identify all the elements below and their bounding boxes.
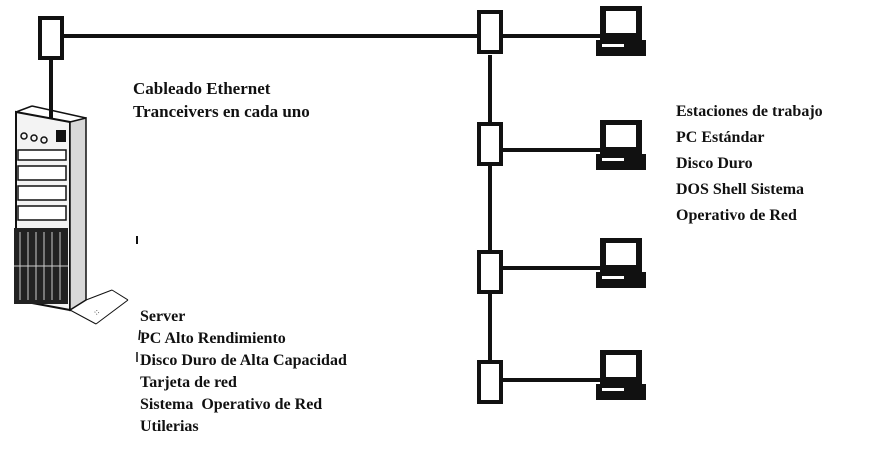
cable-label-line: Tranceivers en cada uno	[133, 100, 310, 123]
cable-label-line: Cableado Ethernet	[133, 77, 310, 100]
server-label-line: Sistema Operativo de Red	[140, 394, 347, 416]
workstations-label-line: DOS Shell Sistema	[676, 177, 823, 203]
transceiver-icon	[479, 252, 501, 292]
workstation-icon	[596, 350, 646, 400]
server-transceiver-icon	[40, 18, 62, 58]
workstations-label-line: Operativo de Red	[676, 203, 823, 229]
svg-text:::: ::	[92, 308, 101, 317]
server-label-line: Utilerias	[140, 416, 347, 438]
workstations-label-line: Estaciones de trabajo	[676, 99, 823, 125]
server-icon: ::	[14, 106, 128, 324]
workstations-label-line: PC Estándar	[676, 125, 823, 151]
transceiver-icon	[479, 124, 501, 164]
workstations-label: Estaciones de trabajo PC Estándar Disco …	[676, 99, 823, 229]
cable-label: Cableado Ethernet Tranceivers en cada un…	[133, 77, 310, 123]
server-label: Server PC Alto Rendimiento Disco Duro de…	[140, 306, 347, 438]
server-label-line: Tarjeta de red	[140, 372, 347, 394]
workstation-icon	[596, 238, 646, 288]
workstation-icon	[596, 120, 646, 170]
workstation-icon	[596, 6, 646, 56]
server-label-line: PC Alto Rendimiento	[140, 328, 347, 350]
server-label-line: Server	[140, 306, 347, 328]
workstations-label-line: Disco Duro	[676, 151, 823, 177]
server-label-line: Disco Duro de Alta Capacidad	[140, 350, 347, 372]
transceiver-icon	[479, 362, 501, 402]
transceiver-icon	[479, 12, 501, 52]
